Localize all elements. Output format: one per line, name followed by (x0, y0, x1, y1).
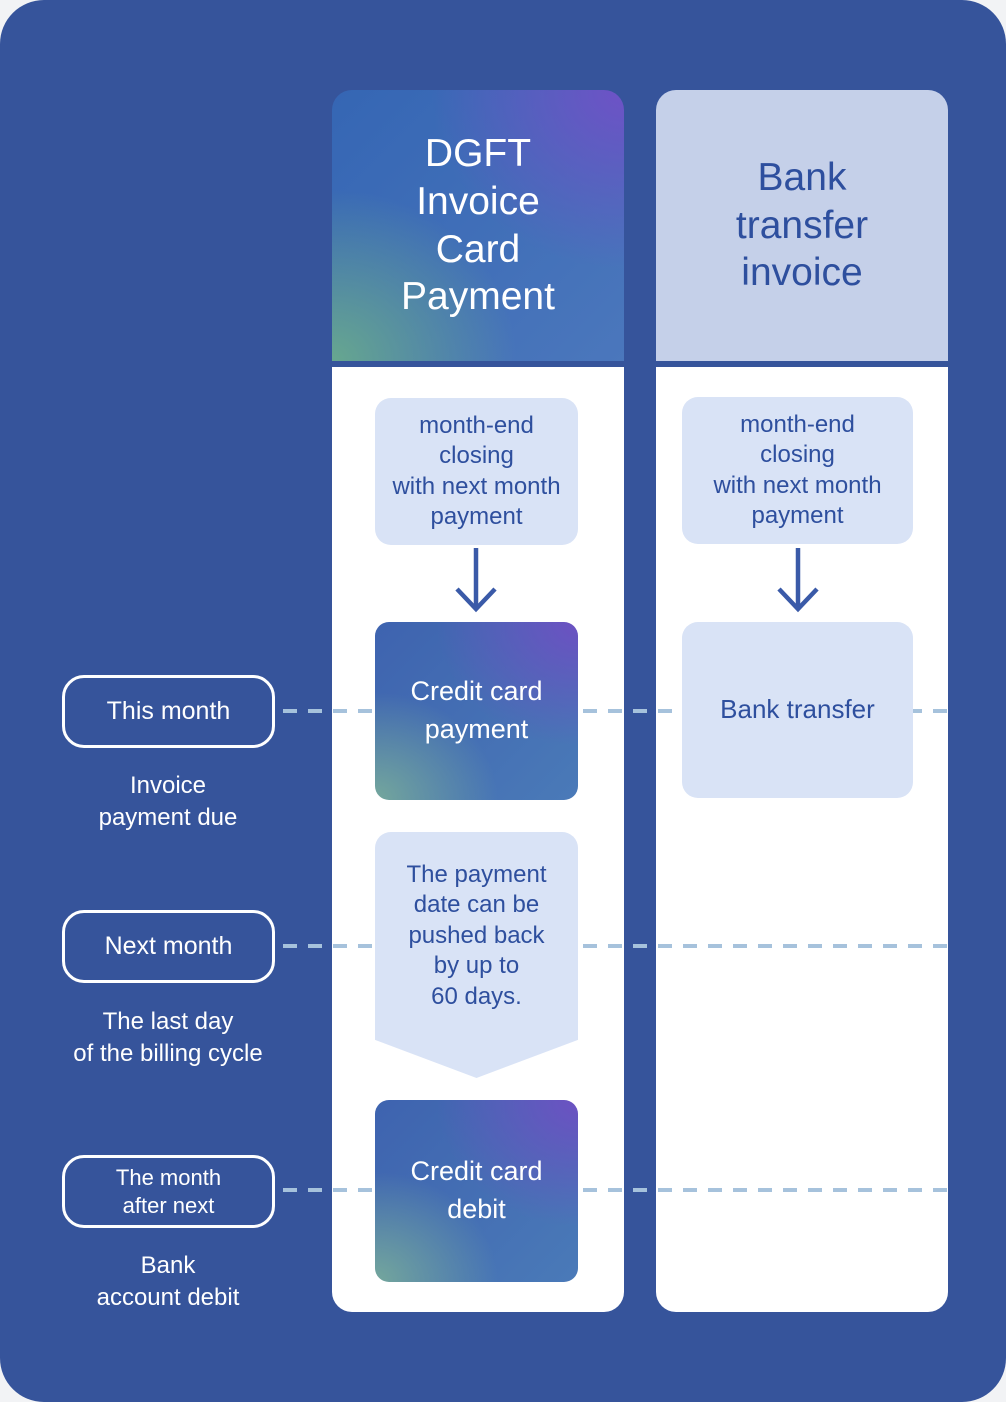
timeline-dash-month-after-next (283, 1188, 948, 1192)
timeline-dash-this-month (283, 709, 948, 713)
timeline-pill-next-month: Next month (62, 910, 275, 983)
bank-column-body: month-end closing with next month paymen… (656, 367, 948, 1312)
arrow-down-icon (777, 548, 819, 613)
bank-closing-box: month-end closing with next month paymen… (682, 397, 913, 544)
credit-card-payment-box: Credit card payment (375, 622, 578, 800)
timeline-caption-invoice-payment-due: Invoice payment due (98, 772, 238, 831)
timeline-caption-last-day-billing-cycle: The last day of the billing cycle (73, 1008, 263, 1067)
card-closing-box: month-end closing with next month paymen… (375, 398, 578, 545)
timeline-pill-month-after-next: The month after next (62, 1155, 275, 1228)
card-column-body: month-end closing with next month paymen… (332, 367, 624, 1312)
credit-card-debit-box: Credit card debit (375, 1100, 578, 1282)
bank-column-header: Bank transfer invoice (656, 90, 948, 361)
payment-pushback-note-banner: The payment date can be pushed back by u… (375, 832, 578, 1078)
timeline-pill-this-month: This month (62, 675, 275, 748)
bank-transfer-box: Bank transfer (682, 622, 913, 798)
arrow-down-icon (455, 548, 497, 613)
timeline-dash-next-month (283, 944, 948, 948)
card-column-header: DGFT Invoice Card Payment (332, 90, 624, 361)
timeline-caption-bank-account-debit: Bank account debit (96, 1252, 240, 1311)
